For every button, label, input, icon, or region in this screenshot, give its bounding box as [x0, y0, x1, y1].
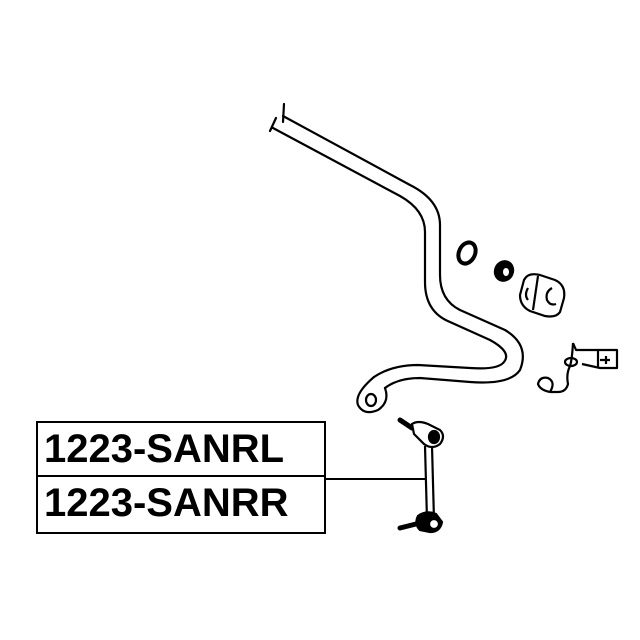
part-number-right: 1223-SANRR: [36, 477, 326, 534]
part-number-left: 1223-SANRL: [36, 421, 326, 477]
stabilizer-link: [326, 417, 445, 534]
part-number-labels: 1223-SANRL 1223-SANRR: [36, 421, 326, 534]
stabilizer-bar: [268, 102, 524, 414]
bushing-bracket: [536, 342, 619, 394]
stabilizer-bushing: [518, 273, 566, 318]
bushing-ring-1: [456, 240, 478, 266]
bushing-rings: [456, 240, 515, 282]
